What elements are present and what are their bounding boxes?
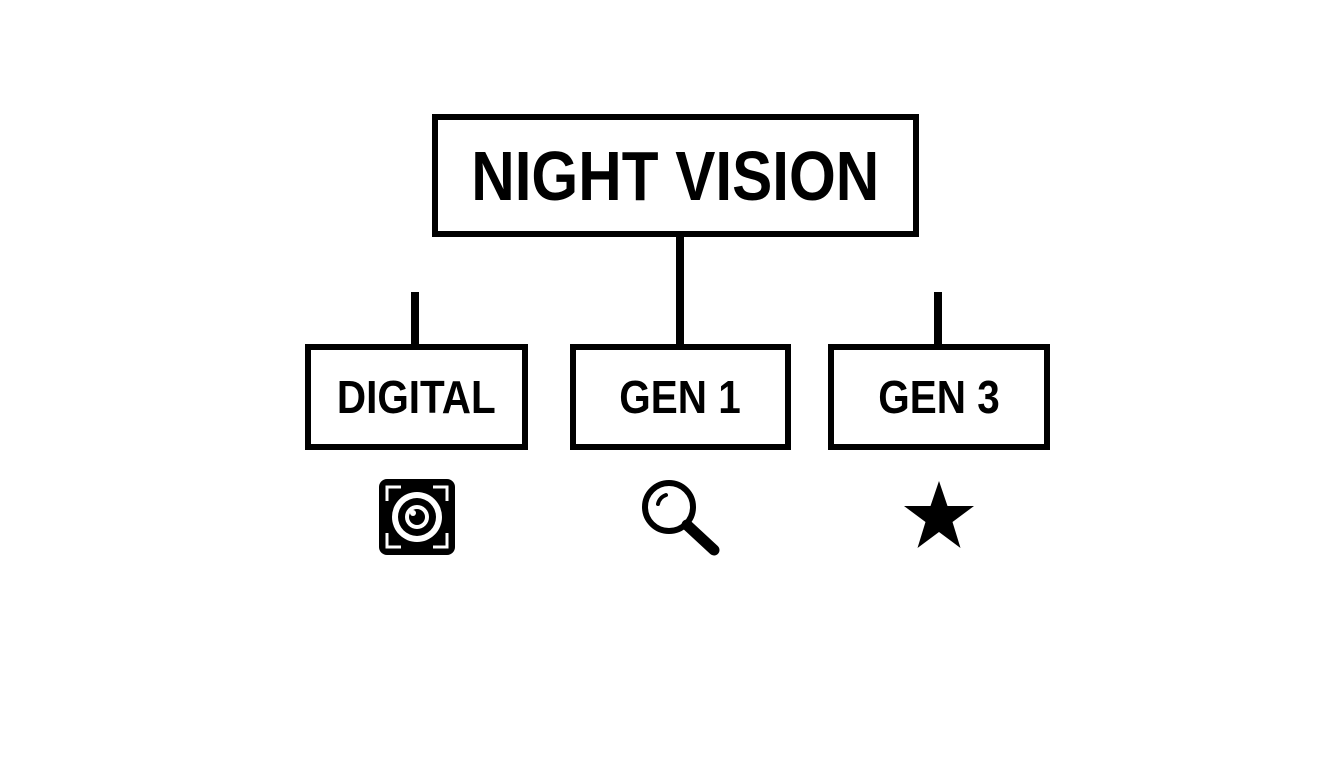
node-digital-label: DIGITAL xyxy=(337,371,496,423)
camera-lens-icon xyxy=(379,479,455,555)
node-gen-3-label: GEN 3 xyxy=(878,371,1000,423)
gen3-connector-line xyxy=(934,292,942,348)
root-node-label: NIGHT VISION xyxy=(471,136,880,215)
node-digital: DIGITAL xyxy=(305,344,528,450)
digital-connector-line xyxy=(411,292,419,348)
node-gen-1: GEN 1 xyxy=(570,344,791,450)
star-icon xyxy=(904,481,974,548)
root-connector-line xyxy=(676,233,684,347)
node-gen-3: GEN 3 xyxy=(828,344,1050,450)
node-gen-1-label: GEN 1 xyxy=(619,371,742,423)
root-node: NIGHT VISION xyxy=(432,114,919,237)
magnifying-glass-icon xyxy=(642,480,720,556)
